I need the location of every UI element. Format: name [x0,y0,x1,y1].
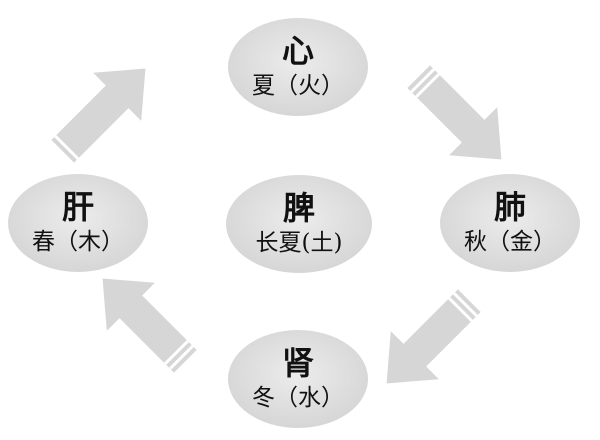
kidney-season-label: 冬（水） [252,385,344,411]
heart-season-label: 夏（火） [252,73,344,99]
lung-organ-label: 肺 [493,188,526,226]
arrow-kidney-to-liver [102,278,199,375]
node-liver: 肝 春（木） [8,174,148,272]
arrow-lung-to-kidney [386,287,483,384]
node-heart: 心 夏（火） [228,18,368,116]
spleen-season-label: 长夏(土) [255,230,343,256]
liver-organ-label: 肝 [61,188,94,226]
heart-ellipse [228,18,368,116]
lung-season-label: 秋（金） [464,229,556,255]
node-lung: 肺 秋（金） [440,174,580,272]
lung-ellipse [440,174,580,272]
spleen-ellipse [226,175,372,273]
liver-ellipse [8,174,148,272]
node-spleen: 脾 长夏(土) [225,175,373,273]
heart-organ-label: 心 [281,32,314,70]
kidney-organ-label: 肾 [281,344,314,382]
liver-season-label: 春（木） [32,229,124,255]
node-kidney: 肾 冬（水） [228,330,368,428]
arrow-liver-to-heart [49,68,146,165]
spleen-organ-label: 脾 [282,189,315,227]
kidney-ellipse [228,330,368,428]
arrow-heart-to-lung [405,63,502,160]
